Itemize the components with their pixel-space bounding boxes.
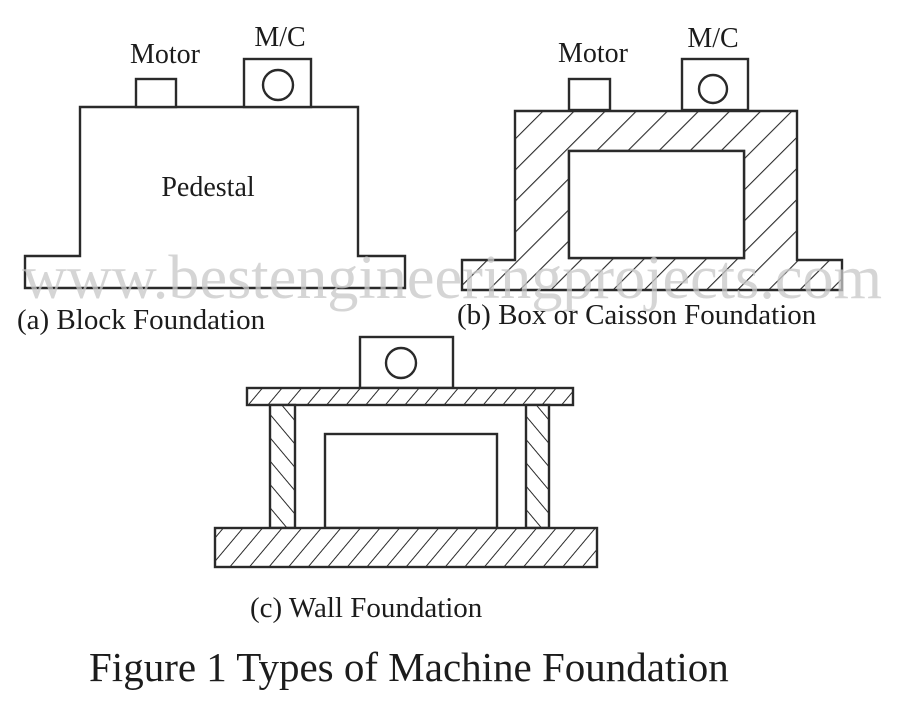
box-caption: (b) Box or Caisson Foundation — [457, 299, 817, 331]
wall-inner-block — [323, 432, 499, 530]
box-motor-label: Motor — [558, 38, 629, 69]
wall-machine-shaft-icon — [384, 346, 418, 380]
figure-title: Figure 1 Types of Machine Foundation — [89, 644, 729, 690]
block-motor-label: Motor — [130, 39, 201, 70]
block-pedestal-and-base — [23, 105, 407, 290]
wall-right-wall — [524, 403, 551, 530]
block-motor-box — [134, 77, 178, 109]
wall-left-wall — [268, 403, 297, 530]
panel-block-foundation: Motor M/C Pedestal — [23, 22, 407, 290]
wall-machine-box — [358, 335, 455, 390]
box-machine-label: M/C — [687, 23, 738, 54]
block-pedestal-label: Pedestal — [161, 172, 255, 203]
wall-caption: (c) Wall Foundation — [250, 592, 483, 624]
watermark-text: www.bestengineeringprojects.com — [22, 244, 882, 312]
box-motor-box — [567, 77, 612, 112]
wall-top-slab — [245, 386, 575, 407]
wall-base-slab — [213, 526, 599, 569]
block-machine-label: M/C — [254, 22, 305, 53]
block-caption: (a) Block Foundation — [17, 304, 266, 336]
block-machine-shaft-icon — [261, 68, 295, 102]
box-machine-shaft-icon — [697, 73, 729, 105]
panel-wall-foundation: (c) Wall Foundation — [213, 335, 599, 624]
box-inner-void — [567, 149, 746, 260]
panel-box-foundation: Motor M/C — [460, 23, 844, 292]
